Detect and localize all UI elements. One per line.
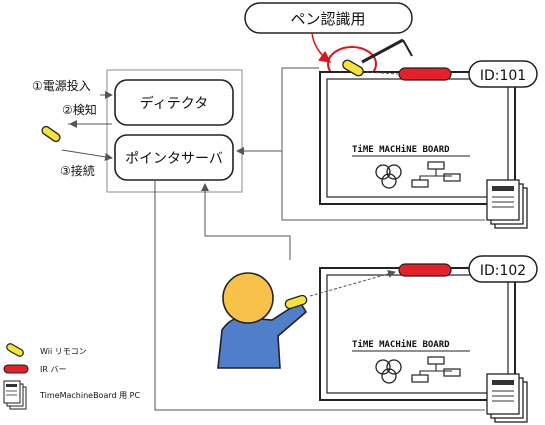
ir-bar-102 <box>398 263 452 277</box>
person-figure <box>217 272 308 369</box>
wii-remote-icon <box>41 125 61 143</box>
pointer-server-label: ポインタサーバ <box>125 151 223 167</box>
step-detect-label: ②検知 <box>62 103 97 117</box>
step-connect-label: ③接続 <box>60 163 95 178</box>
legend-ir-label: IR バー <box>40 365 66 374</box>
pc-101-icon <box>486 179 528 229</box>
legend-wii-icon <box>6 343 24 357</box>
line-server-to-pc102 <box>154 180 485 411</box>
callout-text: ペン認識用 <box>290 10 365 28</box>
arrow-connect <box>61 149 113 161</box>
person-wii-remote-icon <box>284 294 308 310</box>
id-101-label: ID:101 <box>480 68 526 84</box>
detector-label: ディテクタ <box>140 95 208 112</box>
detector-box: ディテクタ <box>114 79 234 126</box>
whiteboard-101: TiME MACHiNE BOARD <box>319 71 516 205</box>
step-power-label: ①電源投入 <box>32 78 91 93</box>
legend-wii-label: Wii リモコン <box>40 347 87 356</box>
legend-ir-icon <box>3 364 29 374</box>
id-102-label: ID:102 <box>480 263 526 279</box>
line-person-to-server <box>201 183 291 260</box>
line-board1-to-server <box>236 67 319 155</box>
pointer-server-box: ポインタサーバ <box>114 134 234 181</box>
board-101-title: TiME MACHiNE BOARD <box>352 144 450 155</box>
legend: Wii リモコン IR バー TimeMachineBoard 用 PC <box>3 343 140 410</box>
legend-pc-label: TimeMachineBoard 用 PC <box>39 391 140 400</box>
legend-pc-icon <box>3 380 27 410</box>
id-tag-102: ID:102 <box>468 255 538 283</box>
id-tag-101: ID:101 <box>468 60 538 88</box>
line-server-to-pc101 <box>281 151 485 221</box>
ir-bar-101 <box>398 67 452 81</box>
pc-102-icon <box>486 373 528 423</box>
callout-bubble: ペン認識用 <box>244 2 413 34</box>
pen-wii-remote-icon <box>342 59 364 77</box>
callout-pointer <box>311 32 332 63</box>
whiteboard-102: TiME MACHiNE BOARD <box>319 267 516 401</box>
board-102-title: TiME MACHiNE BOARD <box>352 339 450 350</box>
